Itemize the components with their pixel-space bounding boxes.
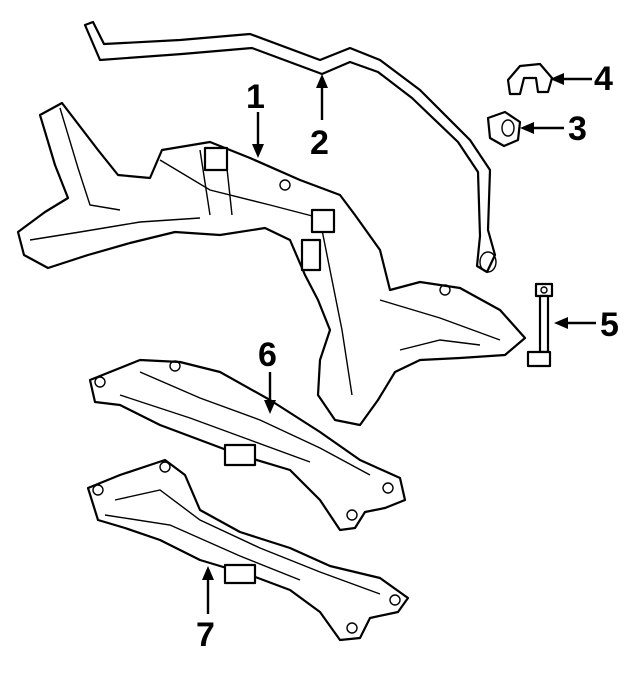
callout-3: 3	[568, 110, 587, 148]
transmission-crossmember-alt[interactable]	[86, 458, 410, 642]
leader-1	[252, 112, 264, 158]
callout-2: 2	[310, 124, 329, 162]
leader-7	[202, 566, 214, 614]
transmission-crossmember[interactable]	[88, 358, 407, 532]
leader-5	[554, 317, 596, 329]
callout-4: 4	[594, 60, 613, 98]
bushing-bracket[interactable]	[506, 62, 554, 96]
callout-5: 5	[600, 306, 619, 344]
leader-6	[264, 372, 276, 414]
leader-3	[520, 122, 564, 134]
leader-4	[550, 73, 592, 85]
front-crossmember[interactable]	[16, 101, 527, 427]
stabilizer-link[interactable]	[526, 282, 554, 368]
callout-7: 7	[196, 616, 215, 654]
callout-1: 1	[246, 78, 265, 116]
callout-6: 6	[258, 336, 277, 374]
stabilizer-bar[interactable]	[83, 20, 497, 274]
leader-2	[316, 74, 328, 120]
stabilizer-bushing[interactable]	[486, 110, 522, 148]
